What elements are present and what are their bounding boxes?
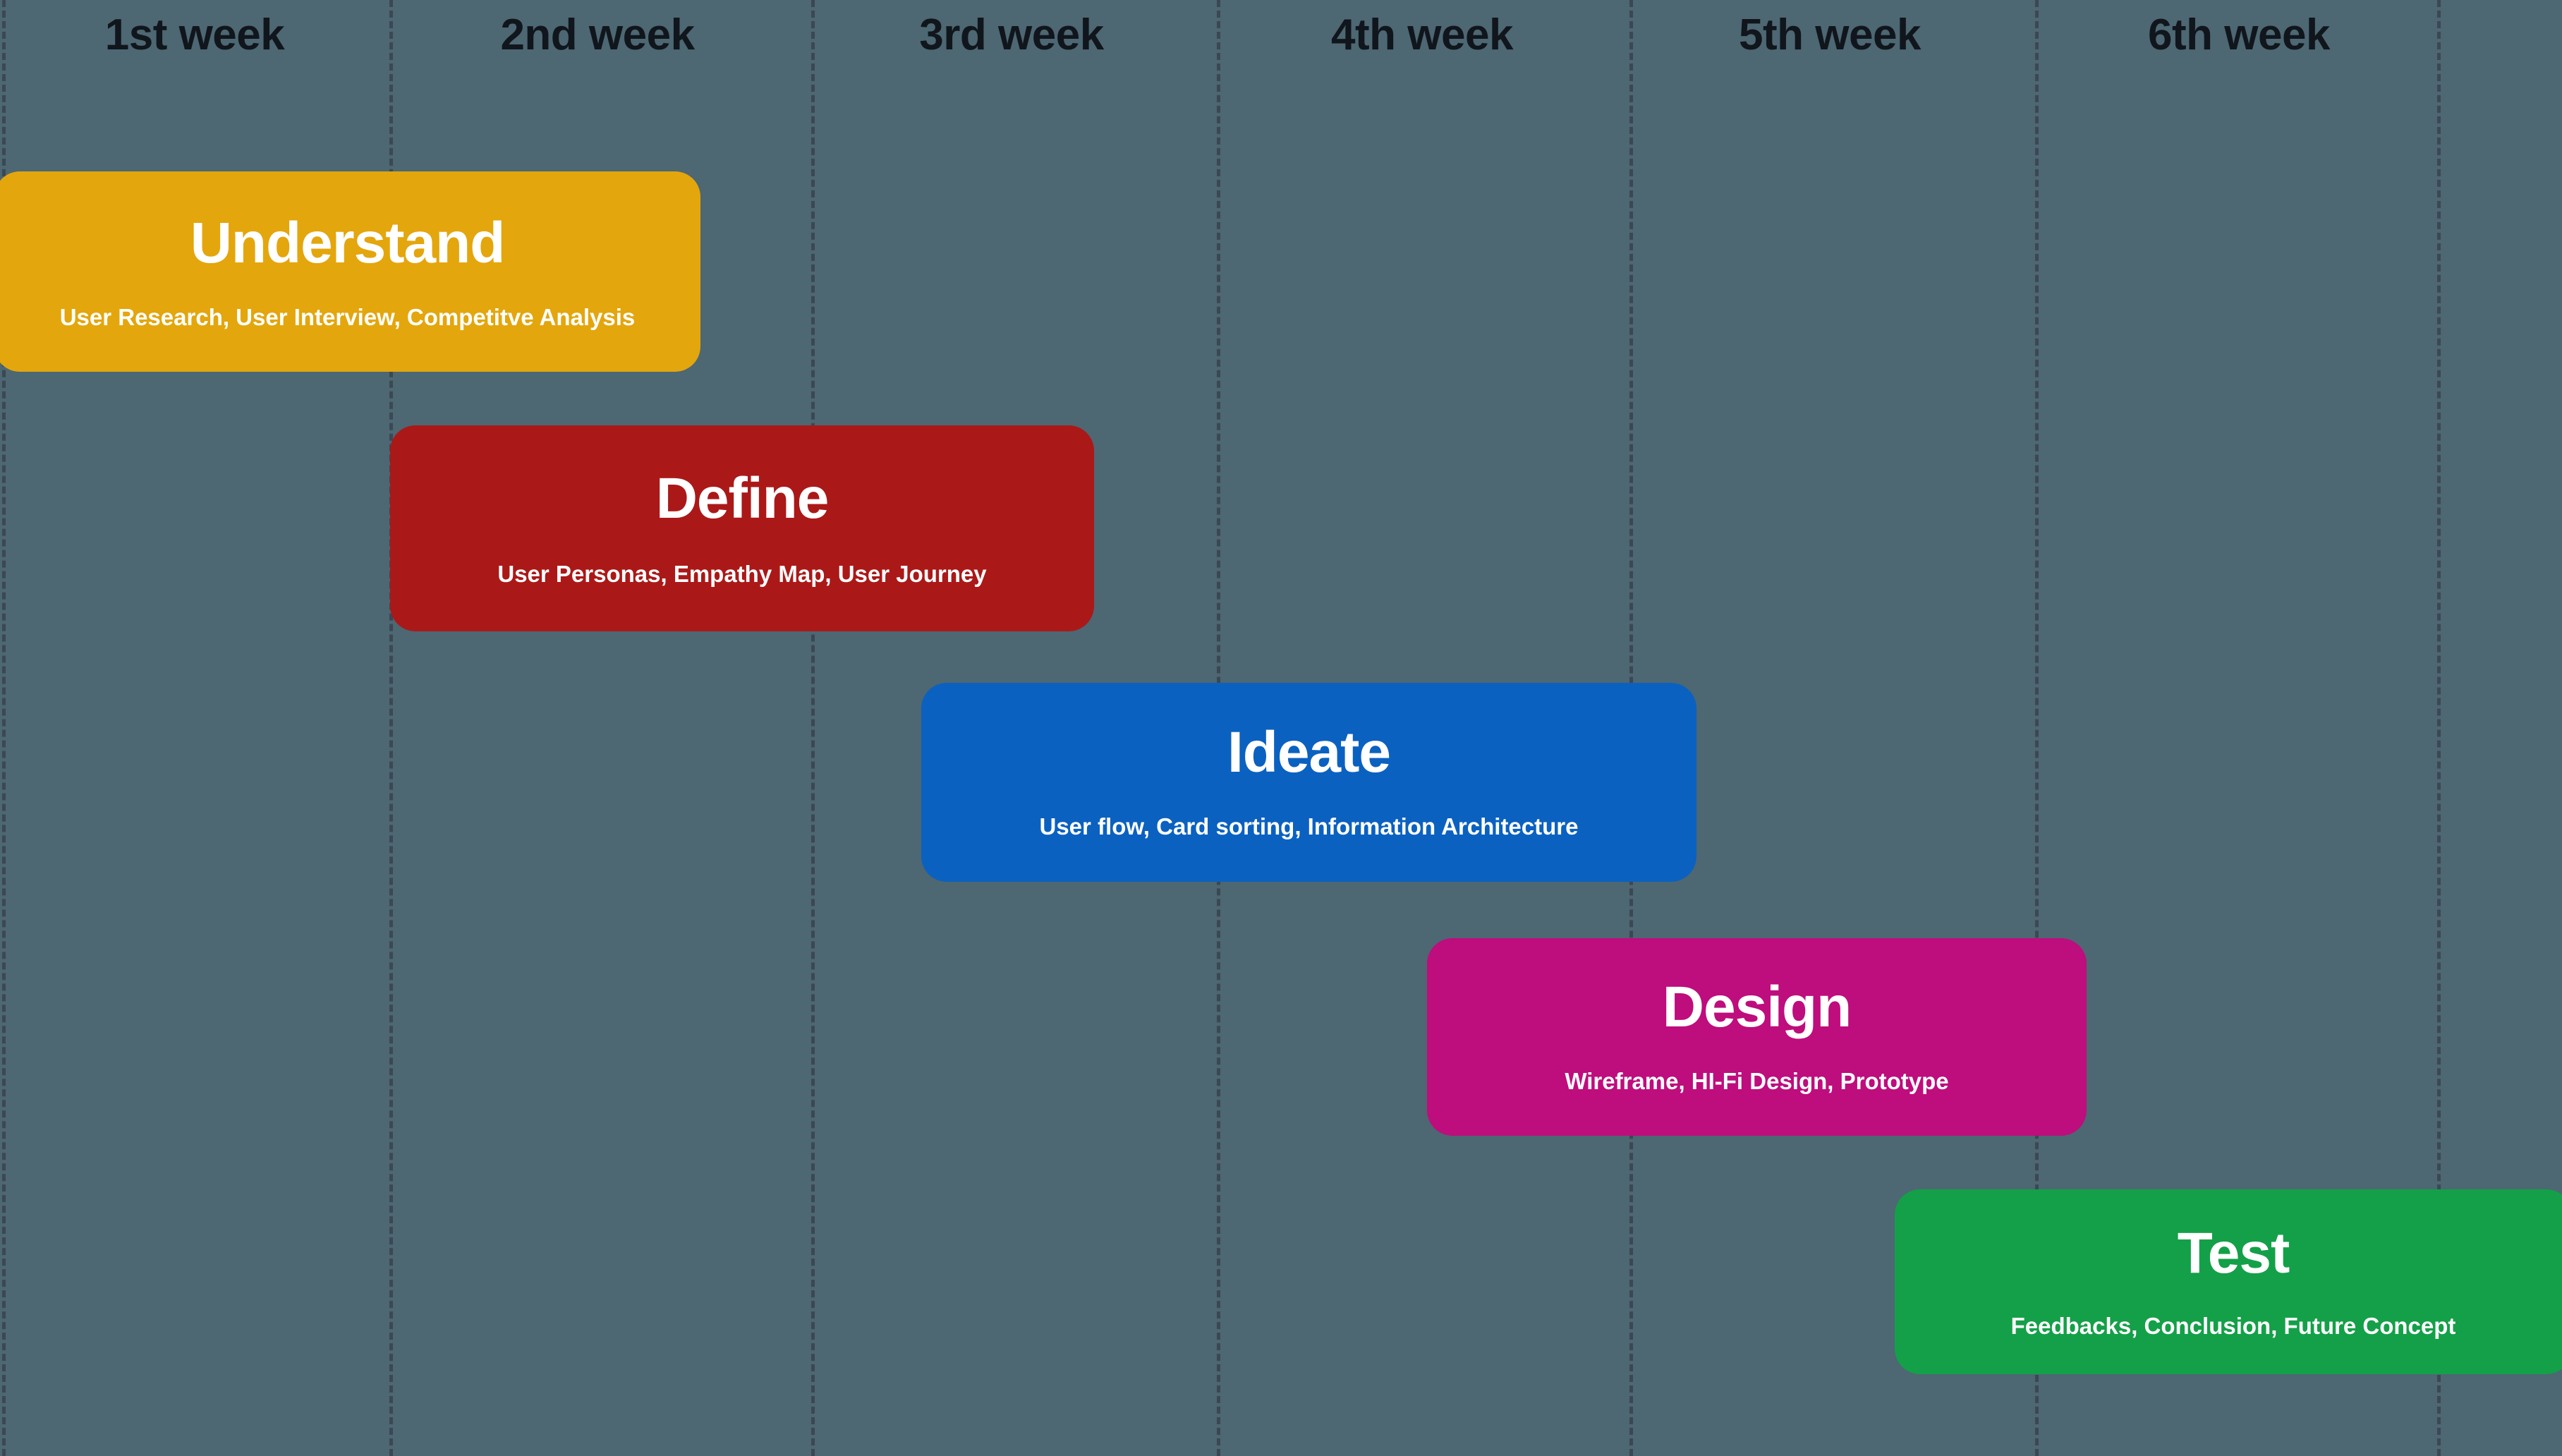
phase-subtitle-ideate: User flow, Card sorting, Information Arc…: [1039, 813, 1579, 839]
phase-title-define: Define: [655, 466, 830, 530]
week-label-3: 3rd week: [919, 11, 1104, 59]
week-label-4: 4th week: [1331, 11, 1513, 59]
week-divider-2: [389, 0, 393, 1456]
phase-title-understand: Understand: [190, 210, 506, 275]
phase-subtitle-understand: User Research, User Interview, Competitv…: [59, 303, 636, 330]
phase-title-design: Design: [1662, 974, 1852, 1039]
week-label-6: 6th week: [2148, 11, 2330, 59]
week-divider-6: [2035, 0, 2039, 1456]
week-label-1: 1st week: [104, 11, 285, 59]
week-label-2: 2nd week: [500, 11, 695, 59]
week-label-5: 5th week: [1739, 11, 1921, 59]
week-divider-3: [811, 0, 815, 1456]
phase-title-ideate: Ideate: [1227, 720, 1391, 784]
phase-title-test: Test: [2177, 1220, 2290, 1285]
phase-subtitle-test: Feedbacks, Conclusion, Future Concept: [2010, 1312, 2456, 1339]
week-divider-7: [2437, 0, 2441, 1456]
week-divider-1: [2, 0, 6, 1456]
phase-subtitle-define: User Personas, Empathy Map, User Journey: [497, 560, 987, 587]
phase-subtitle-design: Wireframe, HI-Fi Design, Prototype: [1565, 1067, 1949, 1094]
